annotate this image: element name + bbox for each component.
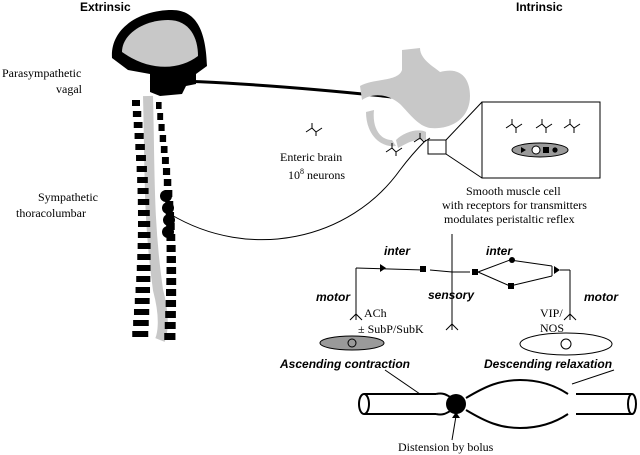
stomach xyxy=(360,48,470,148)
enteric-base: 10 xyxy=(288,168,300,182)
vertebra-right xyxy=(166,234,176,241)
gut-neuron-icons xyxy=(385,133,431,156)
vertebra-right xyxy=(166,223,175,230)
extrinsic-heading: Extrinsic xyxy=(80,0,131,14)
bolus xyxy=(446,394,466,414)
smooth-muscle-label-1: Smooth muscle cell xyxy=(466,184,561,198)
sensory-neuron xyxy=(445,234,459,331)
sensory-label: sensory xyxy=(428,288,475,302)
intestine-tube xyxy=(358,378,637,430)
vertebra-right xyxy=(166,256,176,263)
vertebra-right xyxy=(157,113,164,120)
sympathetic-label: Sympathetic xyxy=(38,190,98,204)
inter-right-label: inter xyxy=(486,244,513,258)
vertebra-left xyxy=(137,210,150,216)
enteric-neurons-label: 108 neurons xyxy=(288,165,345,182)
enteric-unit: neurons xyxy=(304,168,345,182)
thoracolumbar-label: thoracolumbar xyxy=(16,206,86,220)
magnifier xyxy=(427,101,601,179)
descending-pointer xyxy=(571,369,615,385)
parasympathetic-label: Parasympathetic xyxy=(2,66,82,80)
intrinsic-heading: Intrinsic xyxy=(516,0,563,14)
head-silhouette xyxy=(111,10,207,96)
vertebra-left xyxy=(134,133,144,139)
motor-right-label: motor xyxy=(584,290,618,304)
subp-label: ± SubP/SubK xyxy=(358,322,424,336)
vertebra-left xyxy=(136,276,151,282)
inter-left-label: inter xyxy=(384,244,411,258)
vertebra-left xyxy=(137,177,148,183)
bolus-pointer xyxy=(451,415,457,441)
synapse-arrow xyxy=(554,266,560,274)
ascending-contraction-label: Ascending contraction xyxy=(280,357,411,371)
vip-label: VIP/ xyxy=(540,306,563,320)
synapse-dot xyxy=(509,257,515,263)
vertebra-right xyxy=(156,102,162,109)
vertebra-right xyxy=(164,333,176,340)
contracted-muscle-cell xyxy=(319,335,385,351)
synapse-arrow xyxy=(380,264,386,272)
vertebra-left xyxy=(136,265,151,271)
vertebra-right xyxy=(164,322,176,329)
synapse-square xyxy=(472,269,478,275)
vertebra-left xyxy=(137,243,151,249)
vertebra-left xyxy=(136,166,147,172)
relaxed-muscle-cell xyxy=(519,332,613,356)
vertebra-right xyxy=(165,300,177,307)
vertebra-left xyxy=(133,309,150,315)
vertebra-left xyxy=(132,111,142,117)
smooth-muscle-label-2: with receptors for transmitters xyxy=(442,198,587,212)
distension-label: Distension by bolus xyxy=(398,440,494,454)
vertebra-right xyxy=(166,245,176,252)
vertebra-left xyxy=(137,188,149,194)
vertebra-right xyxy=(162,168,171,175)
vertebra-left xyxy=(133,122,143,128)
vertebra-left xyxy=(137,199,150,205)
vertebra-left xyxy=(137,221,151,227)
enteric-exponent: 8 xyxy=(300,167,304,176)
vertebra-left xyxy=(137,232,151,238)
vertebra-left xyxy=(132,331,149,337)
vertebra-left xyxy=(135,144,145,150)
vertebra-right xyxy=(161,157,169,164)
spinal-column xyxy=(132,95,177,342)
vertebra-left xyxy=(137,254,151,260)
synapse-square xyxy=(508,283,514,289)
vagal-label: vagal xyxy=(56,82,82,96)
enteric-brain-label: Enteric brain xyxy=(280,150,343,164)
sympathetic-nerve xyxy=(169,139,427,241)
sympathetic-ganglia xyxy=(160,190,175,238)
smooth-muscle-cell-inset xyxy=(511,142,569,158)
ascending-pointer xyxy=(384,369,421,395)
vertebra-left xyxy=(133,320,149,326)
vertebra-left xyxy=(132,100,140,106)
vagal-nerve xyxy=(149,78,421,102)
synapse-square xyxy=(420,266,426,272)
vertebra-right xyxy=(166,267,177,274)
nos-label: NOS xyxy=(540,321,565,335)
motor-left-label: motor xyxy=(316,290,350,304)
vertebra-right xyxy=(163,179,172,186)
vertebra-right xyxy=(165,311,176,318)
bolus-pointer-head xyxy=(452,412,460,418)
vertebra-left xyxy=(136,155,146,161)
vertebra-left xyxy=(134,298,150,304)
vertebra-right xyxy=(166,278,177,285)
ascending-interneuron xyxy=(349,267,470,321)
vertebra-left xyxy=(135,287,151,293)
inset-neuron-icons xyxy=(505,119,581,133)
ach-label: ACh xyxy=(364,306,387,320)
vertebra-right xyxy=(159,135,167,142)
vertebra-right xyxy=(166,289,177,296)
descending-interneuron xyxy=(477,259,577,321)
descending-relaxation-label: Descending relaxation xyxy=(484,357,613,371)
smooth-muscle-label-3: modulates peristaltic reflex xyxy=(444,212,575,226)
vertebra-right xyxy=(160,146,168,153)
enteric-neuron-icon xyxy=(305,123,323,136)
vertebra-right xyxy=(158,124,165,131)
